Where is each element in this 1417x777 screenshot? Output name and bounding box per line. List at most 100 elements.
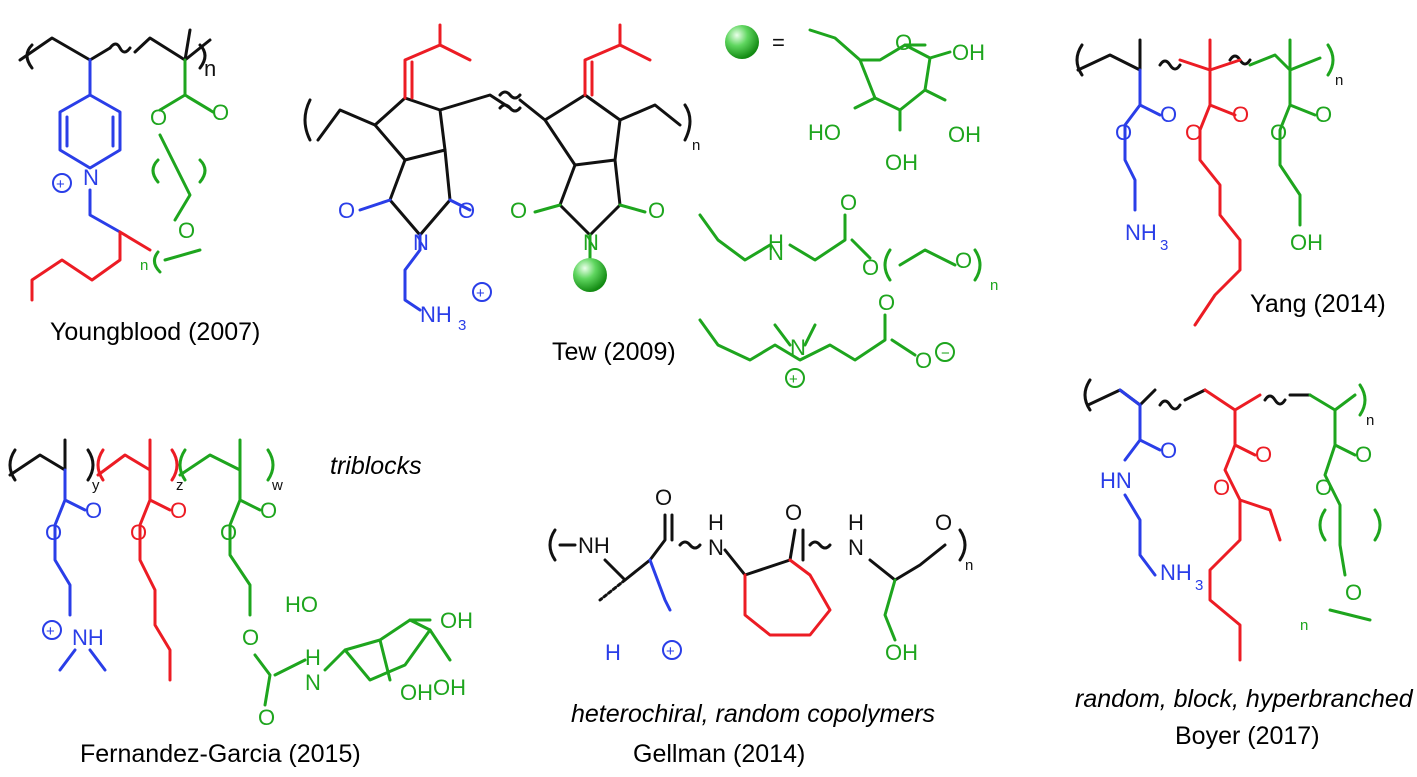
- svg-text:O: O: [1160, 438, 1177, 463]
- svg-text:O: O: [840, 190, 857, 215]
- svg-text:O: O: [85, 498, 102, 523]
- svg-text:O: O: [510, 198, 527, 223]
- sugar-ball-icon: [573, 258, 607, 292]
- svg-text:O: O: [648, 198, 665, 223]
- svg-text:O: O: [260, 498, 277, 523]
- caption-youngblood: Youngblood (2007): [50, 318, 261, 346]
- svg-text:O: O: [258, 705, 275, 730]
- svg-text:H: H: [768, 230, 784, 255]
- svg-text:OH: OH: [440, 608, 473, 633]
- svg-text:H: H: [708, 510, 724, 535]
- svg-text:n: n: [692, 137, 700, 154]
- svg-text:O: O: [130, 520, 147, 545]
- svg-text:3: 3: [458, 317, 466, 334]
- svg-text:O: O: [458, 198, 475, 223]
- svg-text:N: N: [848, 535, 864, 560]
- svg-text:NH: NH: [578, 533, 610, 558]
- svg-text:n: n: [1366, 412, 1374, 429]
- note-boyer: random, block, hyperbranched: [1075, 685, 1413, 713]
- svg-text:N: N: [413, 230, 429, 255]
- svg-text:NH: NH: [1125, 220, 1157, 245]
- svg-text:OH: OH: [433, 675, 466, 700]
- svg-text:O: O: [1185, 120, 1202, 145]
- svg-text:O: O: [1315, 475, 1332, 500]
- sugar-ball-legend-icon: [725, 25, 759, 59]
- svg-text:n: n: [1300, 617, 1308, 634]
- caption-yang: Yang (2014): [1250, 290, 1386, 318]
- svg-text:O: O: [1315, 102, 1332, 127]
- svg-text:n: n: [140, 257, 148, 274]
- svg-text:n: n: [965, 557, 973, 574]
- svg-text:O: O: [878, 290, 895, 315]
- svg-text:OH: OH: [948, 122, 981, 147]
- svg-text:H: H: [848, 510, 864, 535]
- svg-text:OH: OH: [1290, 230, 1323, 255]
- caption-fernandez: Fernandez-Garcia (2015): [80, 740, 361, 768]
- boyer-structure: n O HN NH 3 O O O O O n: [1083, 378, 1382, 662]
- svg-text:−: −: [941, 345, 950, 362]
- yang-structure: n O O NH 3 O O O O OH: [1075, 38, 1343, 327]
- svg-text:O: O: [955, 248, 972, 273]
- svg-text:+: +: [46, 623, 55, 640]
- svg-text:O: O: [1270, 120, 1287, 145]
- svg-text:N: N: [768, 240, 784, 265]
- svg-text:OH: OH: [400, 680, 433, 705]
- svg-text:z: z: [176, 477, 184, 494]
- bracket-right: [198, 43, 207, 70]
- svg-text:NH: NH: [72, 625, 104, 650]
- svg-text:=: =: [772, 30, 785, 55]
- svg-text:HN: HN: [1100, 468, 1132, 493]
- svg-text:O: O: [45, 520, 62, 545]
- svg-text:HO: HO: [285, 592, 318, 617]
- svg-text:3: 3: [1195, 577, 1203, 594]
- fernandez-structure: y z w O O NH + O O O O O O H N HO OH OH …: [8, 438, 473, 730]
- svg-text:O: O: [1160, 102, 1177, 127]
- svg-text:O: O: [1345, 580, 1362, 605]
- svg-text:+: +: [789, 371, 798, 388]
- gellman-structure: NH O H N H + O H N O n OH: [548, 485, 973, 665]
- svg-text:O: O: [785, 500, 802, 525]
- svg-text:NH: NH: [420, 302, 452, 327]
- svg-text:O: O: [1213, 475, 1230, 500]
- svg-text:N: N: [305, 670, 321, 695]
- svg-text:n: n: [1335, 72, 1343, 89]
- svg-text:n: n: [990, 277, 998, 294]
- svg-text:O: O: [915, 348, 932, 373]
- caption-boyer: Boyer (2017): [1175, 722, 1320, 750]
- tew-structure: O N O NH 3 + n O N O = O OH OH OH HO H N…: [303, 23, 998, 388]
- n-subscript: n: [204, 56, 216, 81]
- note-fernandez: triblocks: [330, 452, 422, 480]
- svg-text:+: +: [476, 285, 485, 302]
- caption-tew: Tew (2009): [552, 338, 676, 366]
- svg-text:O: O: [150, 105, 167, 130]
- svg-text:O: O: [170, 498, 187, 523]
- svg-text:+: +: [56, 176, 65, 193]
- svg-text:w: w: [271, 477, 283, 494]
- svg-text:OH: OH: [885, 150, 918, 175]
- svg-text:N: N: [708, 535, 724, 560]
- bracket-left: [25, 43, 34, 70]
- svg-text:3: 3: [1160, 237, 1168, 254]
- svg-text:O: O: [895, 30, 912, 55]
- n-atom: N: [83, 165, 99, 190]
- svg-text:O: O: [935, 510, 952, 535]
- svg-text:NH: NH: [1160, 560, 1192, 585]
- note-gellman: heterochiral, random copolymers: [571, 700, 936, 728]
- svg-text:O: O: [338, 198, 355, 223]
- svg-text:O: O: [178, 218, 195, 243]
- svg-text:O: O: [1115, 120, 1132, 145]
- svg-text:H: H: [605, 640, 621, 665]
- plus-charge: [52, 173, 72, 193]
- svg-text:N: N: [790, 335, 806, 360]
- svg-text:N: N: [583, 230, 599, 255]
- svg-text:O: O: [1232, 102, 1249, 127]
- svg-text:+: +: [666, 643, 675, 660]
- caption-gellman: Gellman (2014): [633, 740, 806, 768]
- svg-text:OH: OH: [885, 640, 918, 665]
- svg-text:OH: OH: [952, 40, 985, 65]
- svg-text:O: O: [862, 255, 879, 280]
- svg-text:y: y: [92, 477, 100, 494]
- svg-text:O: O: [1255, 442, 1272, 467]
